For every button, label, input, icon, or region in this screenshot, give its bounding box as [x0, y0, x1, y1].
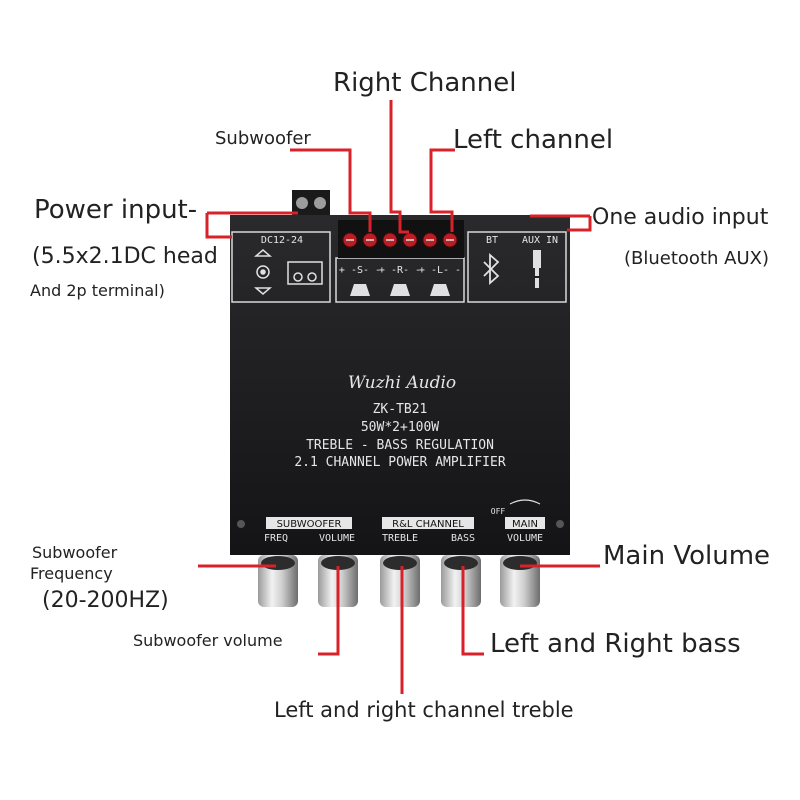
label-sub-frequency-1: Subwoofer — [32, 543, 118, 562]
pointer-bass — [461, 566, 484, 656]
label-sub-volume: Subwoofer volume — [133, 631, 283, 650]
dc-label: DC12-24 — [261, 235, 303, 246]
pointer-right-channel — [389, 100, 409, 234]
label-lr-bass: Left and Right bass — [490, 629, 741, 659]
label-power-detail-1: (5.5x2.1DC head — [32, 244, 218, 269]
group-main-label: MAIN — [512, 519, 538, 530]
label-lr-treble: Left and right channel treble — [274, 698, 574, 722]
pointer-sub-volume — [318, 566, 340, 656]
label-sub-frequency-2: Frequency — [30, 564, 113, 583]
terminal-r-label: + -R- - — [379, 265, 421, 276]
treble-knob — [380, 555, 420, 607]
label-subwoofer: Subwoofer — [215, 128, 311, 149]
pointer-lines — [198, 100, 600, 694]
label-power-input: Power input- — [34, 195, 198, 225]
knob-bass-label: BASS — [451, 533, 475, 544]
aux-jack-icon — [533, 250, 541, 288]
knob-main-volume-label: VOLUME — [507, 533, 543, 544]
volume-arc-icon — [509, 499, 541, 505]
mounting-holes — [237, 520, 564, 528]
terminal-l-label: + -L- - — [419, 265, 461, 276]
power-terminal-icon — [287, 261, 323, 285]
bass-knob — [441, 555, 481, 607]
knob-treble-label: TREBLE — [382, 533, 418, 544]
label-audio-input: One audio input — [592, 205, 769, 230]
group-subwoofer-label: SUBWOOFER — [277, 519, 342, 530]
power-terminal-block — [292, 190, 330, 216]
speaker-icons — [350, 284, 450, 296]
model-text: ZK-TB21 — [373, 402, 428, 417]
freq-knob — [258, 555, 298, 607]
pointer-power-input — [205, 213, 232, 239]
description-line-2: 2.1 CHANNEL POWER AMPLIFIER — [294, 455, 505, 470]
amplifier-board — [230, 215, 570, 555]
brand-logo: Wuzhi Audio — [348, 373, 456, 393]
dc-jack-icon — [253, 249, 273, 295]
aux-label: AUX IN — [522, 235, 558, 246]
off-label: OFF — [491, 507, 506, 516]
power-rating-text: 50W*2+100W — [361, 420, 439, 435]
label-sub-frequency-range: (20-200HZ) — [42, 588, 169, 613]
pointer-subwoofer — [290, 148, 372, 232]
bluetooth-icon — [483, 253, 500, 285]
pointer-audio-input — [567, 216, 592, 232]
label-right-channel: Right Channel — [333, 68, 517, 98]
label-power-detail-2: And 2p terminal) — [30, 281, 165, 300]
label-main-volume: Main Volume — [603, 541, 771, 571]
main-volume-knob — [500, 555, 540, 607]
group-rl-label: R&L CHANNEL — [392, 519, 464, 530]
knob-volume-label: VOLUME — [319, 533, 355, 544]
bt-label: BT — [486, 235, 498, 246]
label-left-channel: Left channel — [453, 125, 614, 155]
pointer-left-channel — [429, 148, 455, 232]
knobs — [258, 555, 540, 607]
description-line-1: TREBLE - BASS REGULATION — [306, 438, 494, 453]
terminal-s-label: + -S- - — [339, 265, 381, 276]
knob-freq-label: FREQ — [264, 533, 288, 544]
label-audio-detail: (Bluetooth AUX) — [624, 248, 769, 269]
